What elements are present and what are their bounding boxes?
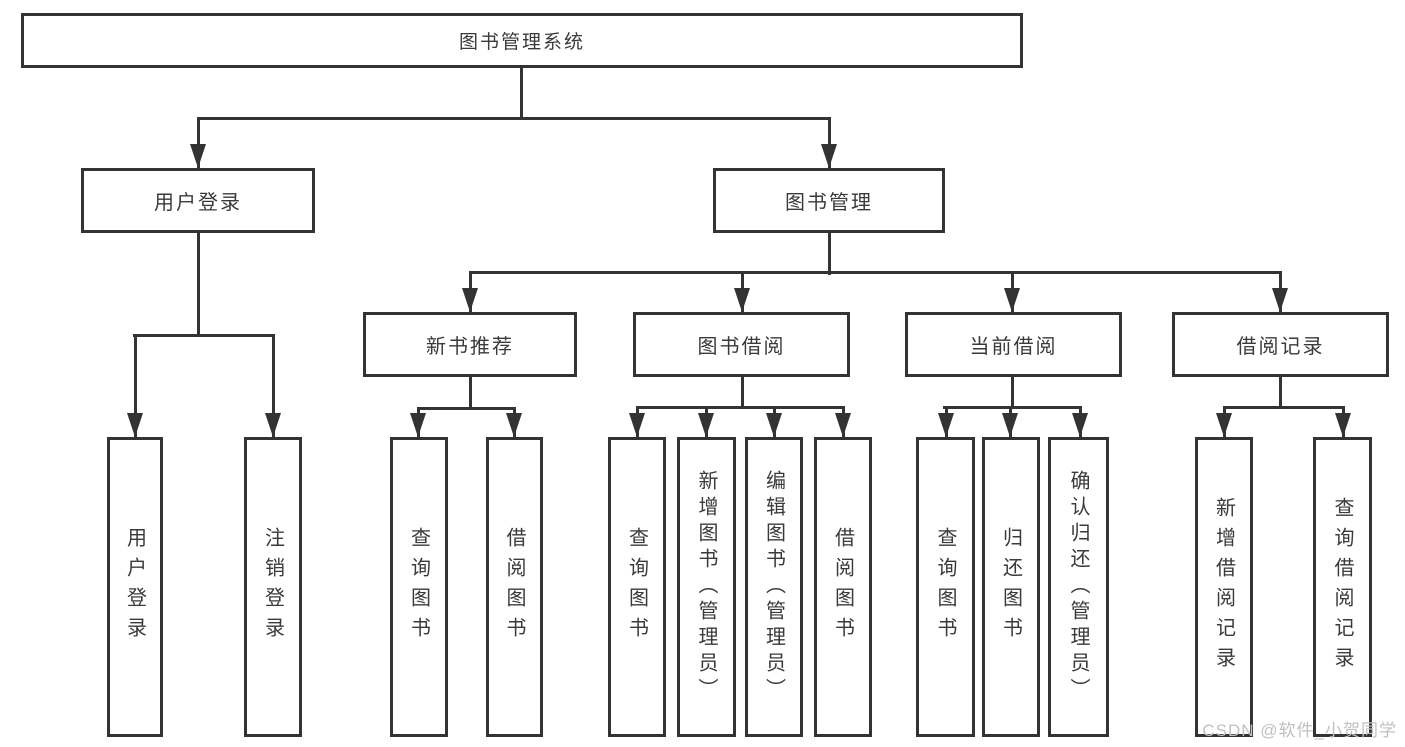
connector-line-v [134,334,137,437]
connector-line-v [1011,377,1014,408]
connector-line-v [469,377,472,410]
leaf-query-book-recommend: 查询图书 [390,437,448,737]
arrow-down-icon [938,413,954,437]
node-user-login: 用户登录 [81,168,315,233]
leaf-add-borrow-record: 新增借阅记录 [1195,437,1253,737]
leaf-logout-label: 注销登录 [261,527,284,647]
connector-line-v [1279,377,1282,408]
leaf-logout: 注销登录 [244,437,302,737]
leaf-add-book-admin-label: 新增图书（管理员） [695,470,717,704]
connector-line-v [741,377,744,408]
connector-line-h [197,117,831,120]
leaf-query-book-current-label: 查询图书 [934,527,956,647]
leaf-edit-book-admin: 编辑图书（管理员） [745,437,803,737]
connector-line-v [197,117,200,168]
arrow-down-icon [766,413,782,437]
arrow-down-icon [835,413,851,437]
connector-line-h [636,406,845,409]
arrow-down-icon [265,413,281,437]
arrow-down-icon [734,288,750,312]
connector-line-v [828,117,831,168]
node-root: 图书管理系统 [21,13,1023,68]
connector-line-h [469,271,1281,274]
leaf-borrow-book: 借阅图书 [814,437,872,737]
connector-line-v [828,233,831,275]
leaf-borrow-book-recommend: 借阅图书 [486,437,543,737]
leaf-borrow-book-recommend-label: 借阅图书 [503,527,525,647]
node-book-management: 图书管理 [713,168,945,233]
connector-line-v [520,68,523,120]
leaf-query-book-recommend-label: 查询图书 [407,527,430,647]
leaf-user-login: 用户登录 [107,437,163,737]
node-root-label: 图书管理系统 [458,32,585,53]
node-new-book-recommend-label: 新书推荐 [426,336,514,358]
node-book-borrow-label: 图书借阅 [697,336,786,358]
leaf-query-borrow-record-label: 查询借阅记录 [1331,497,1353,677]
connector-line-h [133,334,275,337]
leaf-confirm-return-admin-label: 确认归还（管理员） [1067,470,1089,704]
connector-line-h [1223,406,1344,409]
arrow-down-icon [1002,413,1018,437]
leaf-user-login-label: 用户登录 [123,527,146,647]
connector-line-h [417,407,516,410]
leaf-return-book-label: 归还图书 [999,527,1022,647]
leaf-query-book-borrow: 查询图书 [608,437,666,737]
connector-line-h [943,406,1082,409]
watermark: CSDN @软件_小贺同学 [1202,721,1397,740]
leaf-confirm-return-admin: 确认归还（管理员） [1048,437,1109,737]
node-current-borrow: 当前借阅 [905,312,1122,377]
leaf-edit-book-admin-label: 编辑图书（管理员） [762,470,785,704]
node-book-management-label: 图书管理 [785,192,873,214]
leaf-add-book-admin: 新增图书（管理员） [677,437,736,737]
arrow-down-icon [1272,288,1288,312]
connector-line-v [197,233,200,337]
arrow-down-icon [821,144,837,168]
arrow-down-icon [190,144,206,168]
arrow-down-icon [1004,288,1020,312]
arrow-down-icon [506,413,522,437]
node-book-borrow: 图书借阅 [633,312,850,377]
arrow-down-icon [698,413,714,437]
node-current-borrow-label: 当前借阅 [969,336,1058,358]
arrow-down-icon [1216,413,1232,437]
arrow-down-icon [1072,413,1088,437]
connector-line-v [272,334,275,437]
arrow-down-icon [1335,413,1351,437]
node-new-book-recommend: 新书推荐 [363,312,577,377]
leaf-borrow-book-label: 借阅图书 [831,527,854,647]
arrow-down-icon [127,413,143,437]
leaf-query-borrow-record: 查询借阅记录 [1313,437,1372,737]
leaf-add-borrow-record-label: 新增借阅记录 [1212,497,1235,677]
arrow-down-icon [462,288,478,312]
node-borrow-record-label: 借阅记录 [1236,336,1325,358]
leaf-query-book-current: 查询图书 [916,437,975,737]
node-borrow-record: 借阅记录 [1172,312,1389,377]
leaf-return-book: 归还图书 [982,437,1040,737]
leaf-query-book-borrow-label: 查询图书 [625,527,648,647]
node-user-login-label: 用户登录 [154,192,242,214]
arrow-down-icon [629,413,645,437]
arrow-down-icon [410,413,426,437]
